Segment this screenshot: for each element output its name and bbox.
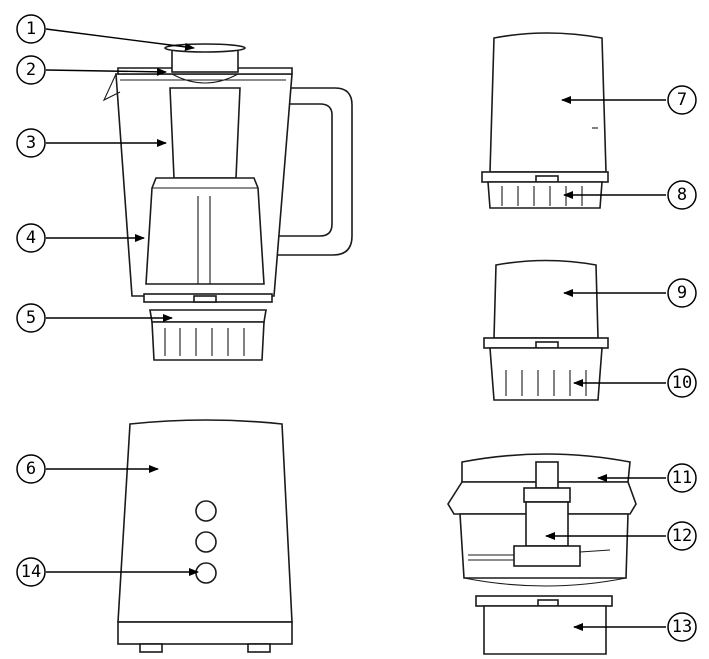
- control-knob-3: [195, 562, 217, 584]
- motor-base: [117, 419, 293, 653]
- callout-3: 3: [16, 128, 46, 158]
- callout-2: 2: [16, 55, 46, 85]
- svg-text:14: 14: [21, 562, 41, 582]
- svg-text:10: 10: [672, 373, 692, 393]
- svg-text:6: 6: [26, 459, 36, 479]
- callout-4: 4: [16, 223, 46, 253]
- inner-column: [169, 87, 241, 179]
- callout-9: 9: [667, 278, 697, 308]
- control-knob-1: [195, 500, 217, 522]
- svg-text:2: 2: [26, 60, 36, 80]
- arrow-2: [45, 67, 167, 76]
- jar-base-ring: [149, 309, 267, 323]
- callout-11: 11: [667, 463, 697, 493]
- svg-text:3: 3: [26, 133, 36, 153]
- svg-text:5: 5: [26, 308, 36, 328]
- svg-text:1: 1: [26, 19, 36, 39]
- callout-13: 13: [667, 612, 697, 642]
- inner-basket: [145, 177, 265, 285]
- svg-text:13: 13: [672, 617, 692, 637]
- callout-7: 7: [667, 85, 697, 115]
- svg-text:12: 12: [672, 526, 692, 546]
- tall-cup: [481, 32, 609, 209]
- callout-14: 14: [16, 557, 46, 587]
- callout-5: 5: [16, 303, 46, 333]
- processor-bowl: [447, 453, 637, 655]
- callout-8: 8: [667, 180, 697, 210]
- arrow-1: [45, 28, 195, 51]
- callout-6: 6: [16, 454, 46, 484]
- svg-text:11: 11: [672, 468, 692, 488]
- callouts: 1 2 3 4 5 6 14 7 8 9 10 11 12 13: [16, 14, 697, 642]
- svg-text:7: 7: [677, 90, 687, 110]
- leader-arrows: [45, 28, 666, 631]
- svg-text:4: 4: [26, 228, 36, 248]
- callout-12: 12: [667, 521, 697, 551]
- svg-text:8: 8: [677, 185, 687, 205]
- short-cup: [483, 259, 609, 401]
- blender-jar: [102, 43, 353, 361]
- callout-1: 1: [16, 14, 46, 44]
- svg-text:9: 9: [677, 283, 687, 303]
- callout-10: 10: [667, 368, 697, 398]
- control-knob-2: [195, 531, 217, 553]
